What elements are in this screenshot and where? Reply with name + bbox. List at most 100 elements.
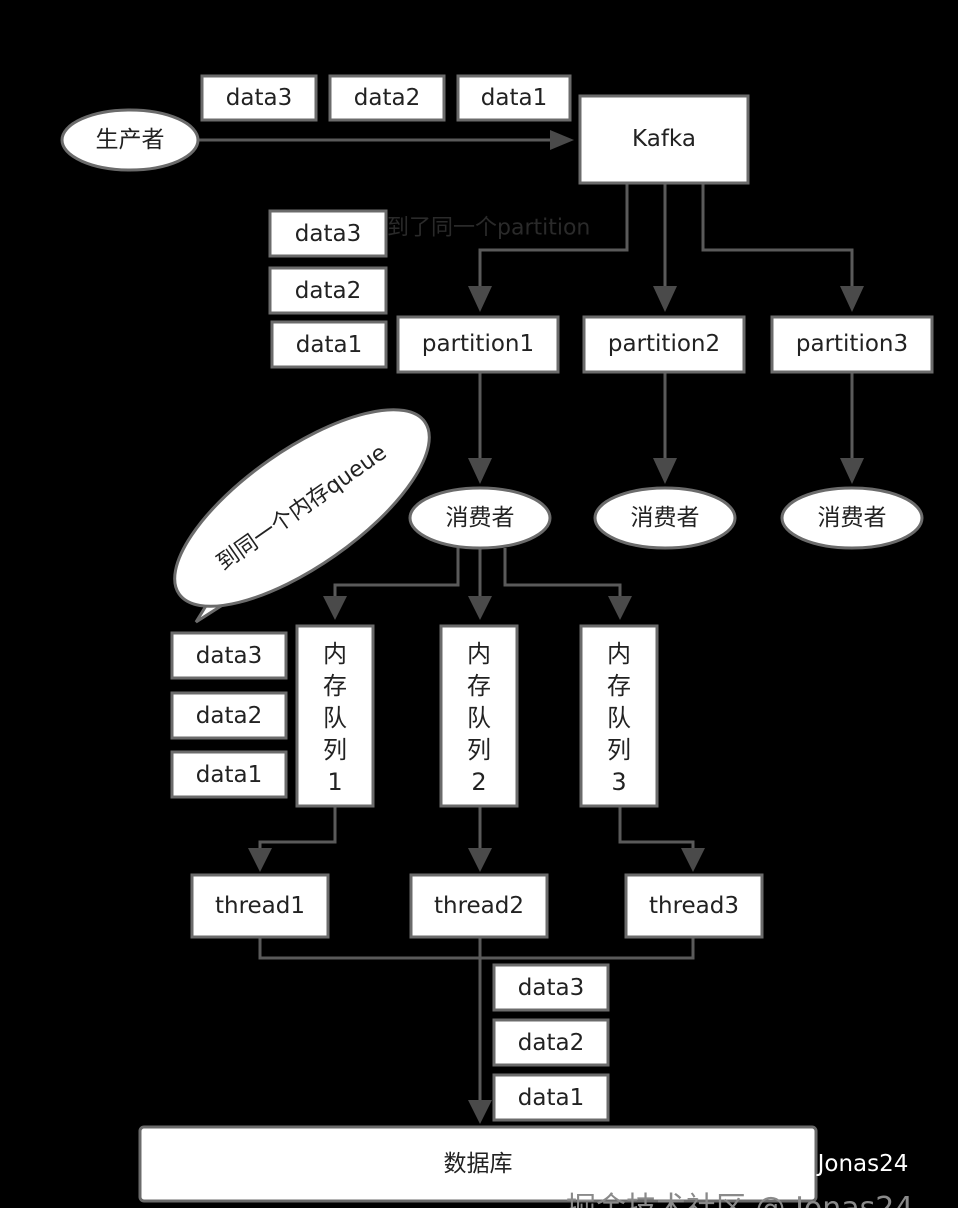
threads-group: thread1 thread2 thread3 [190, 873, 764, 939]
thread1-box [190, 873, 330, 939]
arrowhead-consumer2 [653, 458, 677, 484]
edge-queue3-thread3 [618, 806, 695, 850]
top-data-label-2: data2 [354, 85, 420, 111]
db-data-label-3: data1 [518, 1085, 584, 1111]
partition1-box [396, 315, 560, 374]
queue-data-label-2: data2 [196, 703, 262, 729]
producer-ellipse [60, 108, 200, 172]
queue3-box [579, 624, 659, 808]
arrowhead-partition1 [468, 286, 492, 312]
edge-consumer1-queue3 [503, 548, 622, 598]
db-data-label-2: data2 [518, 1030, 584, 1056]
top-data-box-1 [200, 74, 318, 122]
top-data-label-1: data3 [226, 85, 292, 111]
edge-threads-merge [258, 937, 695, 960]
thread1-label: thread1 [215, 893, 305, 919]
arrowhead-database [468, 1100, 492, 1124]
database-node: 数据库 [138, 1125, 818, 1203]
arrowhead-queue1 [323, 596, 347, 620]
consumer2-label: 消费者 [631, 505, 700, 531]
queue2-box [439, 624, 519, 808]
arrowhead-queue3 [608, 596, 632, 620]
watermark-ghost: 掘金技术社区 @ Jonas24 [566, 1191, 913, 1208]
kafka-label: Kafka [632, 126, 696, 152]
db-data-box-2 [492, 1018, 610, 1067]
queue1-box [295, 624, 375, 808]
top-data-box-2 [328, 74, 446, 122]
arrowhead-thread2 [468, 848, 492, 872]
arrowhead-thread1 [248, 848, 272, 872]
partition3-label: partition3 [796, 331, 908, 357]
arrowhead-queue2 [468, 596, 492, 620]
queue-data-box-3 [170, 750, 288, 799]
queue1-char-2: 存 [323, 672, 347, 700]
edge-consumer1-queue1 [333, 548, 460, 598]
arrowhead-partition2 [653, 286, 677, 312]
queue3-char-2: 存 [607, 672, 631, 700]
consumer3-ellipse [780, 486, 924, 550]
watermark: 掘金技术社区 @ Jonas24 [642, 1151, 908, 1177]
producer-label: 生产者 [96, 127, 165, 153]
database-box [138, 1125, 818, 1203]
partition-data-label-3: data1 [296, 332, 362, 358]
queue3-char-3: 队 [607, 704, 631, 732]
edge-queue1-thread1 [258, 806, 337, 850]
queue-data-label-1: data3 [196, 643, 262, 669]
queue-data-box-1 [170, 631, 288, 680]
consumer3-label: 消费者 [818, 505, 887, 531]
db-data-box-1 [492, 963, 610, 1012]
thread2-box [409, 873, 549, 939]
queue2-char-1: 内 [467, 640, 491, 668]
consumer1-ellipse [408, 486, 552, 550]
kafka-node: Kafka [578, 94, 750, 185]
queues-group: 内 存 队 列 1 内 存 队 列 2 内 存 队 列 3 [295, 624, 659, 808]
queue-note-bubble: 到同一个内存queue [173, 408, 431, 624]
arrowhead-thread3 [681, 848, 705, 872]
partition-data-label-2: data2 [295, 278, 361, 304]
queue2-char-4: 列 [467, 736, 491, 764]
edge-kafka-partition1 [478, 183, 629, 290]
queue3-char-5: 3 [611, 768, 626, 796]
partition3-box [770, 315, 934, 374]
db-data-group: data3 data2 data1 [492, 963, 610, 1122]
queue1-char-4: 列 [323, 736, 347, 764]
arrowhead-consumer1 [468, 458, 492, 484]
partition-data-group: data3 data2 data1 [268, 209, 388, 369]
top-data-group: data3 data2 data1 [200, 74, 572, 122]
queue-data-group: data3 data2 data1 [170, 631, 288, 799]
edges [198, 130, 864, 1124]
partition-note: 到了同一个partition [387, 216, 590, 241]
partition-data-box-2 [268, 266, 388, 315]
thread3-box [624, 873, 764, 939]
arrowhead-consumer3 [840, 458, 864, 484]
queue3-char-1: 内 [607, 640, 631, 668]
thread2-label: thread2 [434, 893, 524, 919]
partition2-box [582, 315, 746, 374]
partition2-label: partition2 [608, 331, 720, 357]
db-data-label-1: data3 [518, 975, 584, 1001]
kafka-box [578, 94, 750, 185]
consumer1-label: 消费者 [446, 505, 515, 531]
partition-data-label-1: data3 [295, 221, 361, 247]
queue1-char-1: 内 [323, 640, 347, 668]
queue-data-box-2 [170, 691, 288, 740]
queue3-char-4: 列 [607, 736, 631, 764]
top-data-box-3 [456, 74, 572, 122]
thread3-label: thread3 [649, 893, 739, 919]
database-label: 数据库 [444, 1151, 513, 1177]
edge-kafka-partition3 [701, 183, 854, 290]
arrowhead-kafka [550, 130, 574, 150]
queue2-char-3: 队 [467, 704, 491, 732]
consumer2-ellipse [593, 486, 737, 550]
partition-data-box-3 [270, 320, 388, 369]
queue2-char-5: 2 [471, 768, 486, 796]
queue2-char-2: 存 [467, 672, 491, 700]
db-data-box-3 [492, 1073, 610, 1122]
bubble-ellipse [173, 408, 431, 608]
arrowhead-partition3 [840, 286, 864, 312]
consumers-group: 消费者 消费者 消费者 [408, 486, 924, 550]
top-data-label-3: data1 [481, 85, 547, 111]
producer-node: 生产者 [60, 108, 200, 172]
partition-data-box-1 [268, 209, 388, 258]
